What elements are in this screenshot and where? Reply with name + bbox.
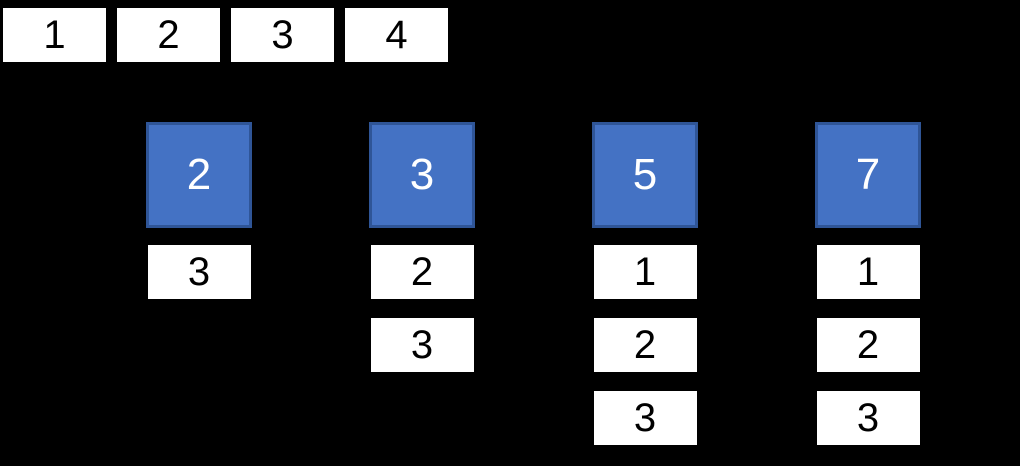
bucket-item: 3 <box>593 391 697 445</box>
array-cell: 4 <box>345 8 448 62</box>
column-3: 5 1 2 3 <box>592 122 698 445</box>
bucket-items: 1 2 3 <box>816 245 920 445</box>
bucket-items: 3 <box>147 245 251 299</box>
bucket-head: 2 <box>146 122 252 228</box>
bucket-items: 1 2 3 <box>593 245 697 445</box>
array-cell: 2 <box>117 8 220 62</box>
array-cell: 3 <box>231 8 334 62</box>
bucket-item: 2 <box>370 245 474 299</box>
bucket-item: 2 <box>816 318 920 372</box>
bucket-item: 1 <box>593 245 697 299</box>
bucket-item: 3 <box>816 391 920 445</box>
column-4: 7 1 2 3 <box>815 122 921 445</box>
bucket-item: 3 <box>370 318 474 372</box>
bucket-head: 5 <box>592 122 698 228</box>
array-cell: 1 <box>3 8 106 62</box>
bucket-item: 1 <box>816 245 920 299</box>
bucket-head: 7 <box>815 122 921 228</box>
bucket-item: 2 <box>593 318 697 372</box>
bucket-item: 3 <box>147 245 251 299</box>
bucket-head: 3 <box>369 122 475 228</box>
